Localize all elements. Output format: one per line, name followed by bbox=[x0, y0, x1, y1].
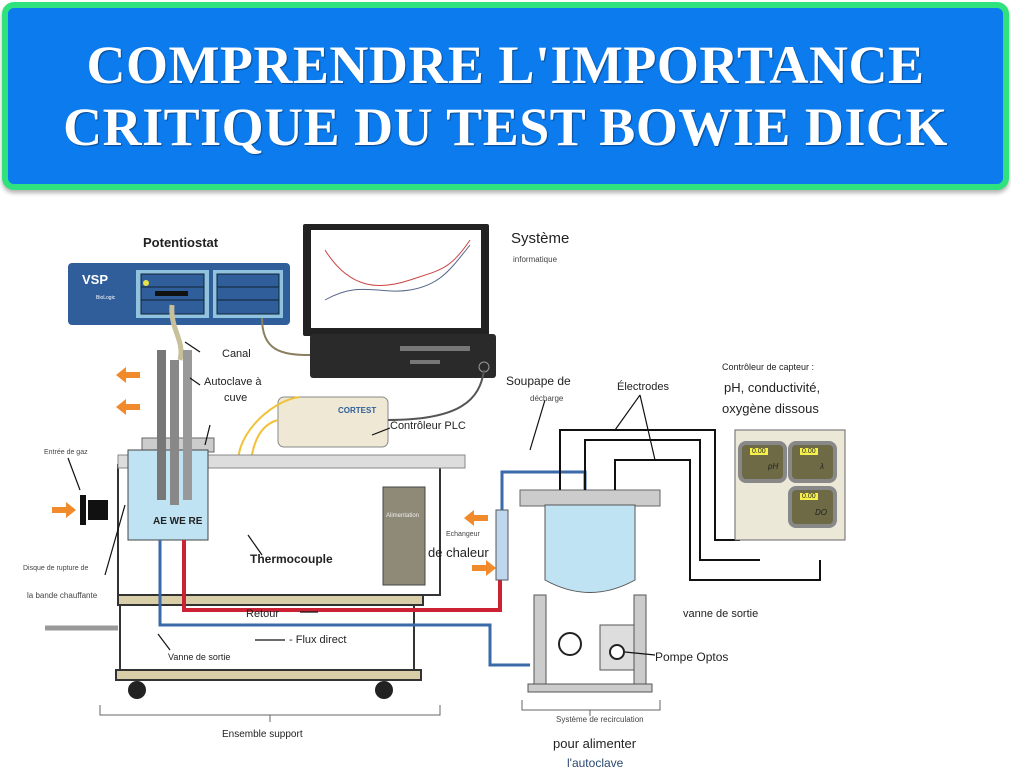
canal-label: Canal bbox=[222, 348, 251, 360]
recirculation-vessel bbox=[495, 489, 661, 693]
autoclave-vessel bbox=[127, 350, 215, 541]
vanne-sortie-right-label: vanne de sortie bbox=[683, 608, 759, 620]
title-banner: COMPRENDRE L'IMPORTANCE CRITIQUE DU TEST… bbox=[2, 2, 1009, 190]
bande-label: la bande chauffante bbox=[27, 591, 98, 600]
informatique-label: informatique bbox=[513, 255, 558, 264]
computer bbox=[303, 224, 496, 378]
vanne-sortie-left-label: Vanne de sortie bbox=[168, 652, 231, 662]
echangeur-label: Echangeur bbox=[446, 531, 480, 538]
ensemble-label: Ensemble support bbox=[222, 729, 303, 740]
autoclave-label-1: Autoclave à bbox=[204, 376, 262, 388]
diagram-drawing bbox=[45, 224, 846, 722]
disque-label: Disque de rupture de bbox=[23, 565, 89, 572]
power-supply bbox=[382, 486, 426, 586]
vsp-logo: VSP bbox=[82, 272, 109, 287]
recirc-label: Système de recirculation bbox=[556, 715, 644, 724]
potentiostat-label: Potentiostat bbox=[143, 235, 219, 250]
ph-meter-value: 0.00 bbox=[750, 448, 768, 455]
title-line-2: CRITIQUE DU TEST BOWIE DICK bbox=[63, 97, 948, 157]
systeme-label: Système bbox=[511, 230, 570, 247]
title-line-1: COMPRENDRE L'IMPORTANCE bbox=[86, 35, 925, 95]
conductivity-meter-unit: λ bbox=[820, 462, 824, 471]
capteur-label-1: Contrôleur de capteur : bbox=[722, 362, 815, 372]
electrode-wires bbox=[559, 429, 821, 581]
electrodes-label: Électrodes bbox=[617, 381, 669, 393]
do-meter-value: 0.00 bbox=[800, 493, 818, 500]
autoclave-diagram: Potentiostat VSP BioLogic Système inform… bbox=[0, 190, 1011, 783]
autoclave-label-2: cuve bbox=[224, 392, 248, 404]
alimentation-label: Alimentation bbox=[386, 513, 420, 519]
do-meter-unit: DO bbox=[815, 508, 827, 517]
capteur-label-2: pH, conductivité, bbox=[724, 380, 821, 395]
decharge-label: décharge bbox=[530, 394, 564, 403]
entree-gaz-label: Entrée de gaz bbox=[44, 449, 88, 456]
plc-controller bbox=[277, 396, 389, 448]
autoclave-end-label: l'autoclave bbox=[567, 756, 624, 770]
thermocouple-label: Thermocouple bbox=[250, 552, 333, 566]
plc-label: Contrôleur PLC bbox=[390, 420, 466, 432]
cortest-logo: CORTEST bbox=[338, 406, 377, 415]
de-chaleur-label: de chaleur bbox=[428, 545, 489, 560]
flow-arrows bbox=[52, 367, 496, 576]
capteur-label-3: oxygène dissous bbox=[722, 401, 819, 416]
ph-meter-unit: pH bbox=[768, 462, 779, 471]
electrode-labels: AE WE RE bbox=[153, 516, 203, 527]
biologic-logo: BioLogic bbox=[96, 295, 116, 301]
pour-alimenter-label: pour alimenter bbox=[553, 736, 637, 751]
soupape-label: Soupape de bbox=[506, 374, 571, 388]
flux-direct-label: - Flux direct bbox=[289, 634, 347, 646]
potentiostat-device bbox=[68, 263, 290, 325]
pompe-label: Pompe Optos bbox=[655, 650, 729, 664]
sensor-controller bbox=[734, 429, 846, 541]
retour-label: Retour bbox=[246, 608, 280, 620]
conductivity-meter-value: 0.00 bbox=[800, 448, 818, 455]
